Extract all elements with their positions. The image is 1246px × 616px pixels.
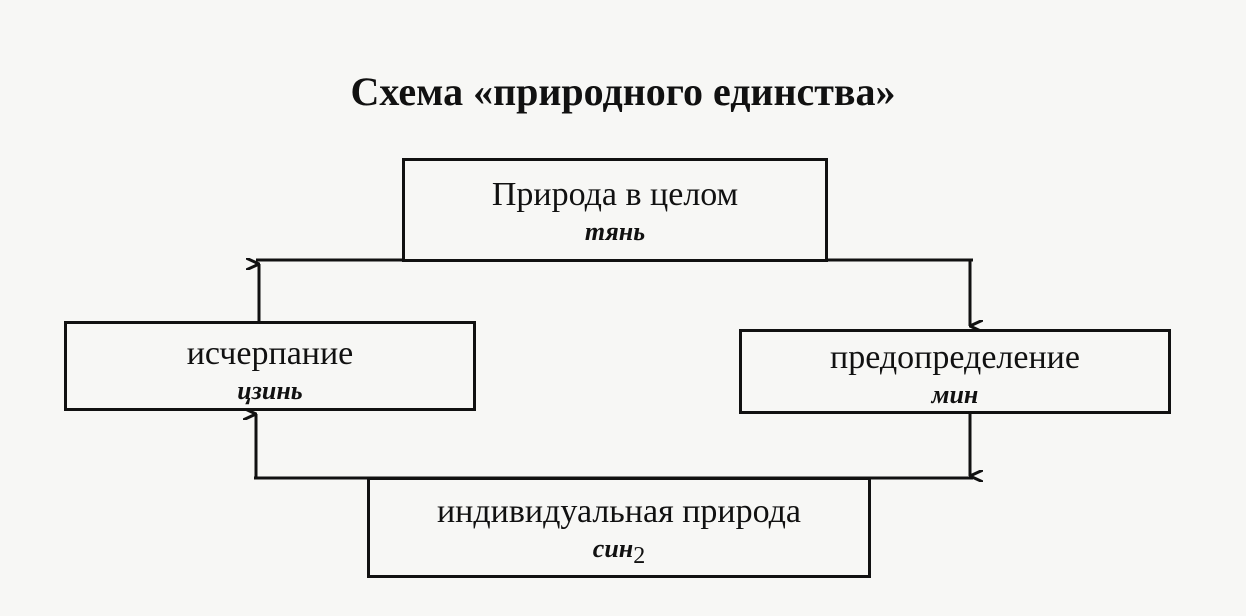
diagram-title: Схема «природного единства» (350, 69, 896, 114)
node-predestination: предопределение мин (739, 329, 1171, 414)
node-term: тянь (584, 217, 646, 246)
node-nature-as-whole: Природа в целом тянь (402, 158, 828, 262)
node-label: Природа в целом (491, 176, 739, 213)
node-individual-nature: индивидуальная природа син2 (367, 477, 871, 578)
node-term-subscript: 2 (633, 543, 646, 570)
node-term: цзинь (237, 376, 303, 405)
node-exhaustion: исчерпание цзинь (64, 321, 476, 411)
node-label: индивидуальная природа (436, 493, 802, 530)
node-label: предопределение (830, 339, 1080, 376)
node-term: син2 (370, 532, 868, 573)
node-term: мин (931, 380, 979, 409)
node-term-text: син (592, 534, 634, 563)
node-label: исчерпание (186, 335, 354, 372)
